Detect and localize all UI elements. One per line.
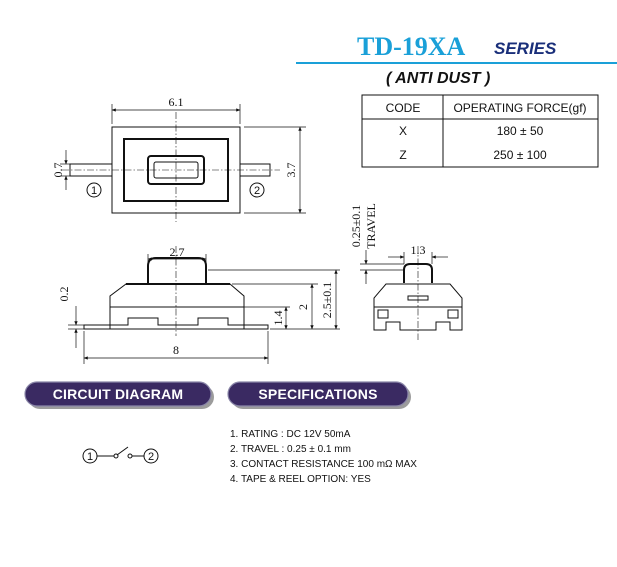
circuit-node-2-label: 2 [148,451,154,463]
circuit-diagram-heading: CIRCUIT DIAGRAM [24,381,214,409]
side-view-left-terminal [83,324,111,330]
pin-1-marker [86,182,102,198]
end-view-drawing: 1.3 0.25±0.1 TRAVEL [349,203,463,340]
table-frame [361,94,599,168]
pin-2-label: 2 [254,185,260,197]
side-view-body-top [109,283,245,307]
spec-item-contact-resistance: 3. CONTACT RESISTANCE 100 mΩ MAX [230,459,417,470]
dimension-travel-label: TRAVEL [364,203,378,249]
top-view-drawing: 1 2 6.1 0.7 3.7 [51,95,306,222]
circuit-node-1-label: 1 [87,451,93,463]
model-title: TD-19XA [357,32,466,61]
series-label: SERIES [494,39,557,58]
circuit-switch-lever [116,446,129,456]
circuit-switch-symbol: 1 2 [82,446,159,464]
operating-force-table: CODE OPERATING FORCE(gf) X 180 ± 50 Z 25… [361,94,599,168]
end-view-left-cavity [377,309,389,319]
table-cell-code: X [399,124,407,138]
table-cell-force: 180 ± 50 [497,124,544,138]
header: TD-19XA SERIES ( ANTI DUST ) [296,32,617,87]
side-view-actuator [147,257,207,283]
end-view-base [373,306,463,331]
dimension-height-2: 2 [296,304,310,310]
dimension-body-height: 3.7 [284,163,298,178]
dimension-pin-width: 0.7 [51,163,65,178]
dimension-top-width: 6.1 [169,95,184,109]
pill-background [227,381,409,407]
circuit-contact-right [127,453,133,459]
spec-item-tape-reel: 4. TAPE & REEL OPTION: YES [230,474,371,485]
dimension-total-height: 2.5±0.1 [320,282,334,319]
dimension-stem-width: 1.3 [411,243,426,257]
pin-2-marker [249,182,265,198]
side-view-right-terminal [243,324,269,330]
table-cell-force: 250 ± 100 [493,148,547,162]
specifications-list: 1. RATING : DC 12V 50mA 2. TRAVEL : 0.25… [230,429,417,485]
specifications-title: SPECIFICATIONS [258,386,377,402]
dimension-height-1: 1.4 [271,311,285,326]
side-view-drawing: 2.7 0.2 1.4 2 2.5±0.1 8 [57,245,340,364]
pill-background [24,381,212,407]
dimension-actuator-width: 2.7 [170,245,185,259]
table-header-force: OPERATING FORCE(gf) [453,101,586,115]
spec-item-travel: 2. TRAVEL : 0.25 ± 0.1 mm [230,444,351,455]
table-header-code: CODE [386,101,421,115]
spec-item-rating: 1. RATING : DC 12V 50mA [230,429,351,440]
side-view-base [109,306,245,326]
dimension-travel-value: 0.25±0.1 [349,205,363,248]
anti-dust-subtitle: ( ANTI DUST ) [386,70,490,87]
end-view-right-cavity [447,309,459,319]
circuit-node-2 [143,448,159,464]
circuit-contact-left [113,453,119,459]
pin-1-label: 1 [91,185,97,197]
dimension-base-thickness: 0.2 [57,287,71,302]
circuit-diagram-title: CIRCUIT DIAGRAM [53,386,184,402]
specifications-heading: SPECIFICATIONS [227,381,411,409]
table-cell-code: Z [399,148,406,162]
dimension-total-length: 8 [173,343,179,357]
